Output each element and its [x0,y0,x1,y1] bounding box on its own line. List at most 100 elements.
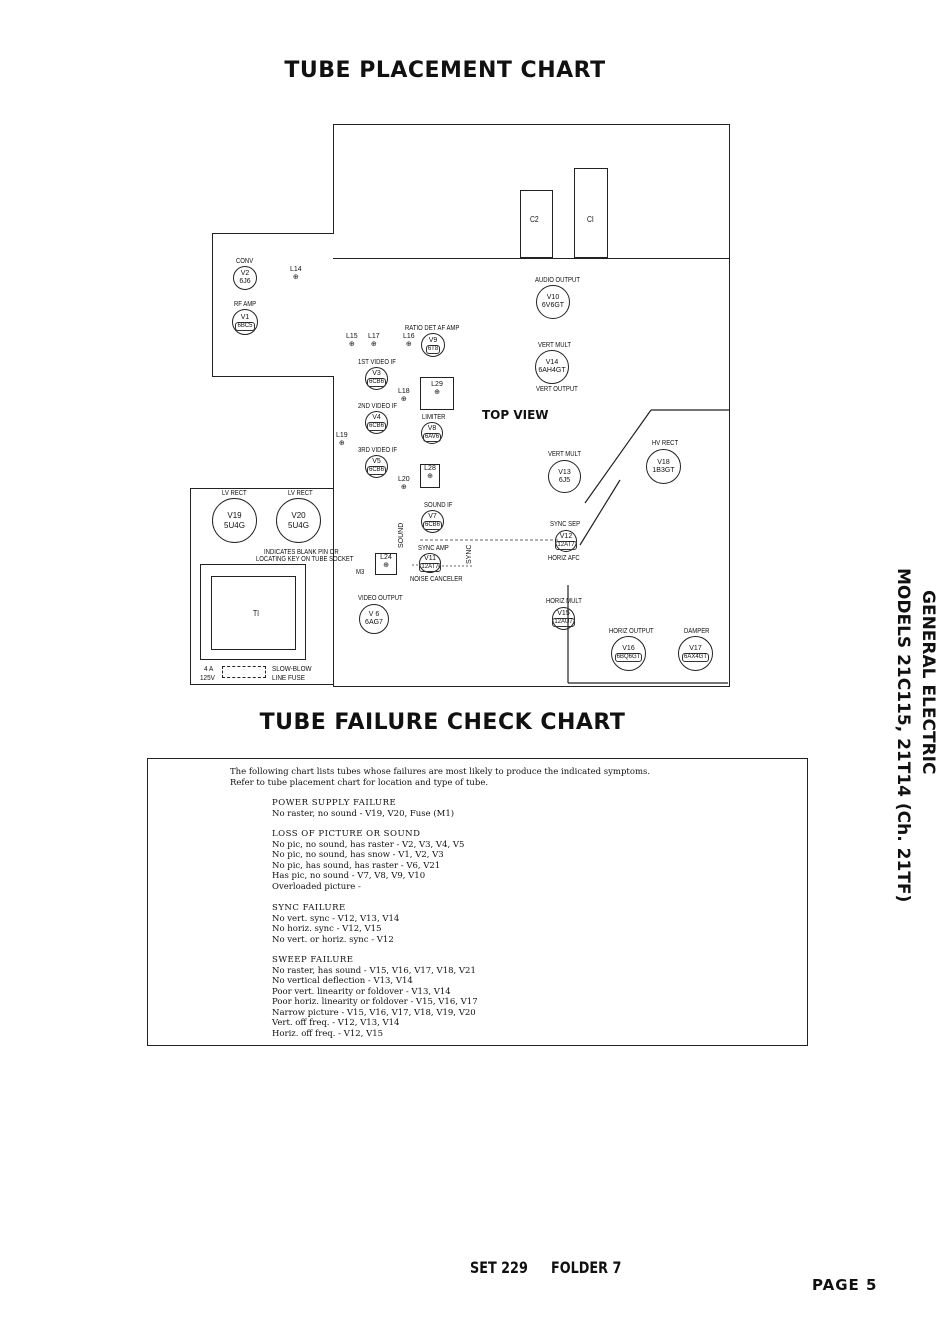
tube-v1-id: V1 [240,313,250,321]
tube-v19-type: 5U4G [224,520,245,530]
tube-v12: V12 12AT7 [555,530,577,552]
page-number: PAGE 5 [812,1276,878,1294]
top-view-label: TOP VIEW [482,408,549,422]
side-models: MODELS 21C115, 21T14 (Ch. 21TF) [893,568,913,903]
v15-function-label: HORIZ MULT [546,598,582,605]
coil-l17: L17⊕ [368,333,380,348]
v11-function-label: SYNC AMP [418,545,449,552]
symptom-line: Horiz. off freq. - V12, V15 [272,1028,384,1039]
section-loss-picture-sound: LOSS OF PICTURE OR SOUND No pic, no soun… [272,829,464,892]
tube-v8-type: 6AV6 [422,432,442,442]
tube-v18-type: 1B3GT [652,466,675,474]
intro-line-2: Refer to tube placement chart for locati… [230,778,489,788]
tube-v15-id: V15 [557,610,570,617]
v8-function-label: LIMITER [422,414,446,421]
symptom-line: No vert. or horiz. sync - V12 [272,934,394,945]
v18-function-label: HV RECT [652,440,679,447]
tube-v12-id: V12 [559,532,573,540]
hv-cage-lines [567,409,730,684]
tube-v7-type: 6CB6 [422,521,442,530]
capacitor-c1 [574,168,608,258]
v2-function-label: CONV [236,258,254,265]
tube-v14: V14 6AH4GT [535,350,569,384]
tube-v19: V19 5U4G [212,498,257,543]
section-sync: SYNC FAILURE No vert. sync - V12, V13, V… [272,903,399,945]
symptom-line: No pic, no sound, has raster - V2, V3, V… [272,839,465,850]
symptom-line: Has pic, no sound - V7, V8, V9, V10 [272,871,426,881]
v14-sub-label: VERT OUTPUT [536,386,578,393]
symptom-line: Overloaded picture - [272,881,361,892]
tube-v2: V2 6J6 [233,266,257,290]
section-heading: SYNC FAILURE [272,903,346,913]
coil-l24-label: L24 [380,554,392,561]
v1-function-label: RF AMP [234,301,257,308]
v19-function-label: LV RECT [222,490,247,497]
section-heading: SWEEP FAILURE [272,955,354,965]
tube-v8-id: V8 [427,424,437,432]
tube-v5: V5 6CB6 [365,455,388,478]
tube-v16: V16 6BQ6GT [611,636,646,671]
tube-v9-id: V9 [428,336,438,344]
failure-chart-box [147,758,808,1046]
symptom-line: No raster, has sound - V15, V16, V17, V1… [272,965,476,976]
tube-v14-type: 6AH4GT [538,367,566,374]
tube-v19-id: V19 [227,510,242,520]
coil-l14-label: L14 [290,266,302,273]
tube-v1: V1 6BC5 [232,309,258,335]
tube-v3-type: 6CB6 [366,378,386,387]
tube-v2-type: 6J6 [239,278,251,285]
v12-function-label: SYNC SEP [550,521,581,528]
tube-v17: V17 6AX4GT [678,636,713,671]
tube-v5-id: V5 [372,458,381,465]
symptom-line: No pic, no sound, has snow - V1, V2, V3 [272,850,444,860]
section-heading: POWER SUPPLY FAILURE [272,798,397,808]
section-heading: LOSS OF PICTURE OR SOUND [272,829,421,839]
tube-v20-type: 5U4G [288,520,309,530]
chassis-main-outline [333,124,730,687]
coil-l16-label: L16 [403,333,415,340]
fuse-type-2: LINE FUSE [272,673,305,682]
blank-pin-note-1: INDICATES BLANK PIN OR [264,549,339,556]
sync-dashed-lines [412,539,560,567]
tube-v5-type: 6CB6 [366,466,386,475]
v5-function-label: 3RD VIDEO IF [358,447,398,454]
coil-l19: L19⊕ [336,432,348,447]
tube-v16-type: 6BQ6GT [614,653,643,662]
tube-v1-type: 6BC5 [235,321,255,331]
symptom-line: Poor horiz. linearity or foldover - V15,… [272,997,478,1007]
tube-v18: V18 1B3GT [646,449,681,484]
tube-v13-id: V13 [558,468,571,476]
v16-function-label: HORIZ OUTPUT [609,628,654,635]
symptom-line: Vert. off freq. - V12, V13, V14 [272,1018,400,1028]
tube-v12-type: 12AT7 [555,540,577,550]
transformer-t1-label: TI [253,609,260,618]
tube-v15: V15 12AU7 [552,607,575,630]
coil-l19-label: L19 [336,432,348,439]
tube-v6: V 6 6AG7 [359,604,389,634]
footer-folder: FOLDER 7 [551,1258,622,1277]
section-power-supply: POWER SUPPLY FAILURE No raster, no sound… [272,798,454,819]
v12-sub-label: HORIZ AFC [548,555,580,562]
transformer-t1-outer [200,564,306,660]
coil-l18: L18⊕ [398,388,410,403]
tuner-outline [212,233,334,377]
coil-l15: L15⊕ [346,333,358,348]
tube-v20-id: V20 [291,510,306,520]
tube-v9: V9 6T8 [421,333,445,357]
coil-l14: L14⊕ [290,266,302,281]
tube-v17-type: 6AX4GT [681,653,709,662]
tube-v4-type: 6CB6 [366,422,386,431]
tube-v3: V3 6CB6 [365,367,388,390]
failure-chart-title: TUBE FAILURE CHECK CHART [259,710,626,735]
side-brand: GENERAL ELECTRIC [918,590,938,775]
blank-pin-note-2: LOCATING KEY ON TUBE SOCKET [256,556,354,563]
tube-v3-id: V3 [372,370,381,377]
tube-v18-id: V18 [657,458,670,466]
tube-v10: V10 6V6GT [536,285,570,319]
tube-v9-type: 6T8 [425,344,441,354]
v9-function-label: RATIO DET AF AMP [405,325,460,332]
fuse-symbol [222,666,266,678]
coil-l28: L28⊕ [420,464,440,488]
tube-v11: V11 12AT7 [419,553,441,573]
intro-line-1: The following chart lists tubes whose fa… [230,767,651,777]
